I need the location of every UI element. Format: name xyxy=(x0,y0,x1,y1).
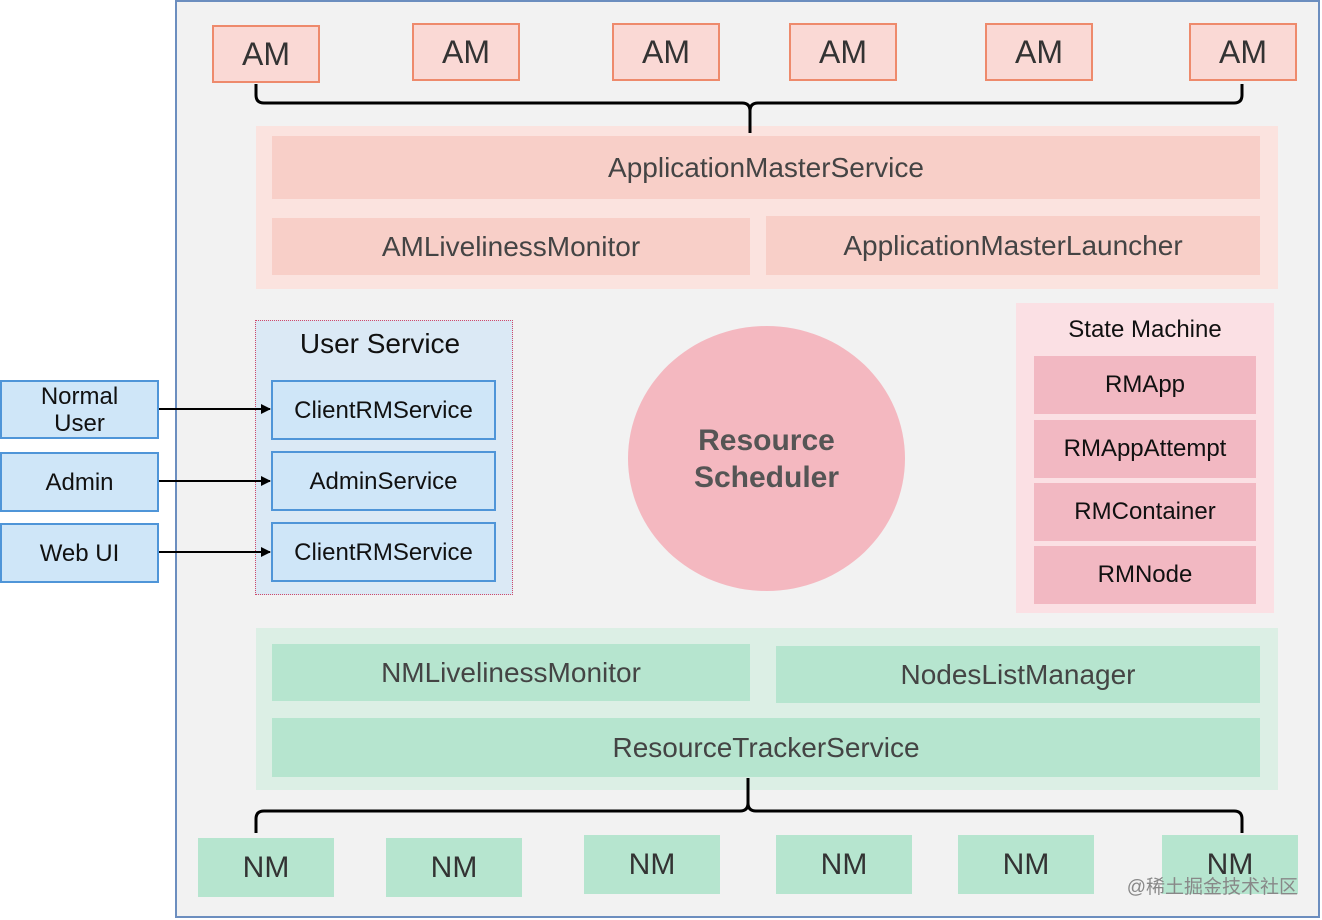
nodes-list-manager: NodesListManager xyxy=(776,646,1260,703)
nm-node-5: NM xyxy=(958,835,1094,894)
watermark: @稀土掘金技术社区 xyxy=(1126,877,1298,898)
am-node-1: AM xyxy=(212,25,320,83)
am-node-5: AM xyxy=(985,23,1093,81)
state-machine-title: State Machine xyxy=(1068,316,1222,343)
user-service-title: User Service xyxy=(299,328,461,359)
application-master-service: ApplicationMasterService xyxy=(272,136,1260,199)
nm-node-6: NM xyxy=(1162,835,1298,894)
admin-service: AdminService xyxy=(271,451,496,511)
am-node-3: AM xyxy=(612,23,720,81)
nm-node-2: NM xyxy=(386,838,522,897)
client-rm-service-1: ClientRMService xyxy=(271,380,496,440)
nm-node-4: NM xyxy=(776,835,912,894)
am-node-2: AM xyxy=(412,23,520,81)
rm-app-attempt: RMAppAttempt xyxy=(1034,420,1256,478)
am-node-4: AM xyxy=(789,23,897,81)
application-master-launcher: ApplicationMasterLauncher xyxy=(766,216,1260,275)
nm-node-3: NM xyxy=(584,835,720,894)
client-admin: Admin xyxy=(0,452,159,512)
rm-container: RMContainer xyxy=(1034,483,1256,541)
client-web-ui: Web UI xyxy=(0,523,159,583)
resource-scheduler: Resource Scheduler xyxy=(628,326,905,591)
am-bracket xyxy=(254,84,1244,133)
nm-bracket xyxy=(254,778,1244,833)
am-liveliness-monitor: AMLivelinessMonitor xyxy=(272,218,750,275)
resource-scheduler-label: Resource Scheduler xyxy=(693,423,840,494)
nm-node-1: NM xyxy=(198,838,334,897)
resource-tracker-service: ResourceTrackerService xyxy=(272,718,1260,777)
am-node-6: AM xyxy=(1189,23,1297,81)
client-normal-user: Normal User xyxy=(0,380,159,439)
client-rm-service-2: ClientRMService xyxy=(271,522,496,582)
nm-liveliness-monitor: NMLivelinessMonitor xyxy=(272,644,750,701)
rm-app: RMApp xyxy=(1034,356,1256,414)
rm-node: RMNode xyxy=(1034,546,1256,604)
